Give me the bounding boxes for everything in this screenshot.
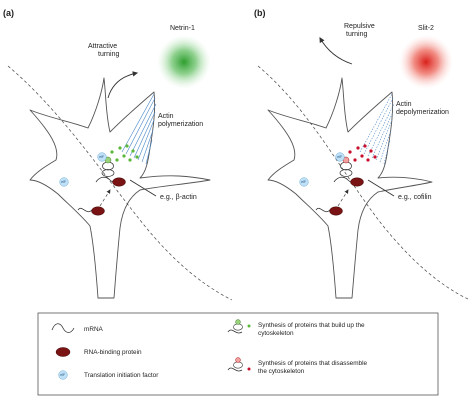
legend-build-label: Synthesis of proteins that build up the …: [258, 322, 366, 337]
example-pointer-a: [129, 179, 157, 197]
slit-gradient: [399, 35, 453, 89]
netrin-gradient: [157, 35, 211, 89]
svg-text:eIF: eIF: [301, 180, 306, 184]
slit-label: Slit-2: [418, 25, 434, 32]
legend-box: [37, 312, 439, 396]
example-pointer-b: [367, 179, 395, 197]
rbp-a1: [112, 177, 126, 187]
actin-poly-line2: polymerization: [158, 121, 203, 128]
legend-eif-label: Translation initiation factor: [84, 372, 159, 379]
legend-disassemble-icon: [227, 357, 251, 372]
legend-eif-icon: eIF: [58, 370, 68, 380]
netrin-label: Netrin-1: [170, 25, 195, 32]
growth-cone-a: [29, 77, 211, 299]
svg-text:eIF: eIF: [60, 373, 65, 377]
legend: mRNA RNA-binding protein eIF Translation…: [37, 312, 439, 396]
eif-b1: eIF: [335, 152, 345, 162]
repulsive-turning-arrow: [319, 37, 353, 65]
growth-cone-b: [267, 77, 433, 299]
example-label-a: e.g., β-actin: [160, 194, 197, 201]
legend-build-line2: cytoskeleton: [258, 330, 294, 337]
actin-poly-line1: Actin: [158, 113, 174, 120]
legend-disassemble-line1: Synthesis of proteins that disassemble: [258, 360, 367, 367]
actin-depoly-line2: depolymerization: [396, 109, 449, 116]
svg-text:eIF: eIF: [99, 155, 104, 159]
panel-a-label: (a): [3, 8, 14, 18]
attractive-turning-arrow: [107, 71, 139, 99]
legend-build-line1: Synthesis of proteins that build up the: [258, 322, 365, 329]
legend-disassemble-line2: the cytoskeleton: [258, 368, 305, 375]
panel-b: (b) Slit-2 Repulsive turning Actin depol…: [254, 8, 471, 301]
svg-text:eIF: eIF: [61, 180, 66, 184]
repulsive-turning-line2: turning: [346, 31, 368, 38]
actin-polymerization-label: Actin polymerization: [158, 113, 203, 128]
disassemble-protein-dots: [348, 144, 377, 162]
legend-build-icon: [227, 319, 251, 334]
attractive-turning-line1: Attractive: [88, 43, 117, 50]
legend-mrna-icon: [51, 323, 75, 333]
ribosome-complex-a: [101, 156, 115, 177]
actin-depoly-line1: Actin: [396, 101, 412, 108]
actin-filaments-b: [359, 93, 395, 165]
eif-a2: eIF: [59, 177, 69, 187]
legend-mrna-label: mRNA: [84, 326, 104, 333]
attractive-turning-line2: turning: [98, 51, 120, 58]
rbp-b2: [329, 206, 343, 216]
panel-a: (a) Netrin-1 Attractive turning Actin po…: [3, 8, 233, 301]
repulsive-turning-label: Repulsive turning: [344, 23, 377, 38]
legend-rbp-label: RNA-binding protein: [84, 349, 142, 356]
eif-a1: eIF: [97, 152, 107, 162]
ribosome-complex-b: [339, 156, 353, 177]
dashed-guide-b: [257, 65, 471, 301]
rbp-a2: [91, 206, 105, 216]
legend-disassemble-label: Synthesis of proteins that disassemble t…: [258, 360, 369, 375]
eif-b2: eIF: [299, 177, 309, 187]
transport-arrow-b: [337, 189, 349, 207]
mrna-strand-b2: [315, 207, 331, 213]
dashed-guide-a: [7, 65, 233, 301]
example-label-b: e.g., cofilin: [398, 194, 432, 201]
repulsive-turning-line1: Repulsive: [344, 23, 375, 30]
actin-filaments-a: [121, 93, 157, 165]
mrna-strand-a2: [77, 207, 93, 213]
build-protein-dots: [110, 144, 139, 162]
rbp-b1: [350, 177, 364, 187]
panel-b-label: (b): [254, 8, 266, 18]
actin-depolymerization-label: Actin depolymerization: [396, 101, 449, 116]
attractive-turning-label: Attractive turning: [88, 43, 120, 58]
svg-text:eIF: eIF: [337, 155, 342, 159]
transport-arrow-a: [99, 189, 111, 207]
legend-rbp-icon: [55, 347, 71, 357]
